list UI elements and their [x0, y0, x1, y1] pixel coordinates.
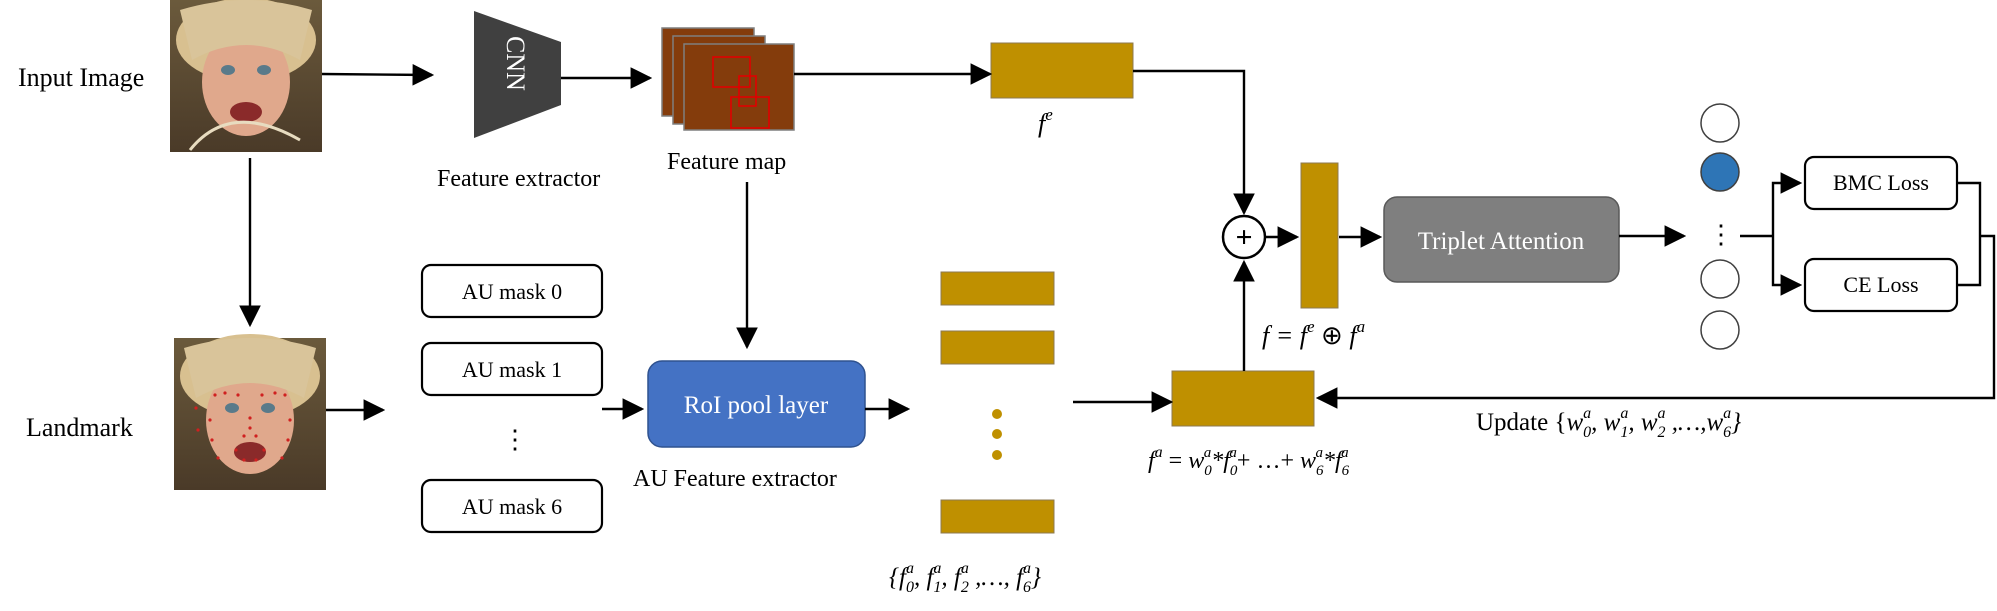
feature-map-stack	[661, 27, 795, 131]
au-feature-bar-1	[940, 330, 1055, 365]
roi-pool-layer	[647, 360, 866, 448]
landmark-points	[194, 391, 292, 462]
cnn-label: CNN	[501, 36, 530, 91]
fusion-equation: f = fe ⊕ fa	[1262, 317, 1365, 350]
output-nodes: ⋮	[1700, 103, 1740, 350]
landmark-label: Landmark	[26, 413, 133, 442]
fe-feature-bar	[990, 42, 1134, 99]
bmc-loss-label: BMC Loss	[1833, 170, 1929, 195]
fa-feature-bar	[1171, 370, 1315, 427]
input-image-label: Input Image	[18, 63, 144, 92]
fused-feature-bar	[1300, 162, 1339, 309]
au-mask-0	[420, 263, 604, 319]
au-feature-set-label: {f0a, f1a, f2a ,…, f6a}	[889, 560, 1041, 596]
output-node	[1700, 310, 1740, 350]
au-feature-bar-0	[940, 271, 1055, 306]
output-node	[1700, 103, 1740, 143]
roi-pool-label: RoI pool layer	[684, 392, 829, 419]
triplet-attention-block	[1383, 196, 1620, 283]
arrow-fe-to-fusion	[1133, 69, 1255, 216]
au-mask-1	[420, 341, 604, 397]
plus-symbol: +	[1235, 221, 1252, 254]
au-feature-dot	[992, 409, 1002, 419]
ce-loss-label: CE Loss	[1843, 272, 1918, 297]
au-mask-6	[420, 478, 604, 534]
arrow-split-to-ce	[1771, 236, 1803, 296]
arrow-split-to-bmc	[1771, 172, 1803, 236]
au-mask-6-label: AU mask 6	[462, 494, 562, 519]
line-bmc-to-feedback	[1957, 181, 1982, 236]
landmark-face-photo	[174, 334, 326, 490]
au-feature-dot	[992, 450, 1002, 460]
fa-equation: fa = w0a*f0a+ …+ w6a*f6a	[1148, 444, 1350, 479]
au-feature-bars	[940, 271, 1055, 534]
au-mask-0-label: AU mask 0	[462, 279, 562, 304]
output-node	[1700, 259, 1740, 299]
update-weights-label: Update {w0a, w1a, w2a ,…,w6a}	[1476, 405, 1741, 441]
au-mask-ellipsis: ⋮	[502, 425, 528, 454]
au-feature-extractor-label: AU Feature extractor	[633, 466, 837, 492]
connectors	[239, 63, 1996, 421]
output-nodes-ellipsis: ⋮	[1708, 220, 1734, 249]
triplet-attention-label: Triplet Attention	[1418, 228, 1585, 255]
au-feature-dot	[992, 429, 1002, 439]
line-ce-to-feedback	[1957, 236, 1982, 287]
cnn-trapezoid	[474, 11, 561, 138]
feature-extractor-label: Feature extractor	[437, 166, 600, 192]
output-node-active	[1700, 152, 1740, 192]
fusion-add-node	[1221, 214, 1267, 260]
feature-map-label: Feature map	[667, 149, 786, 175]
au-feature-bar-6	[940, 499, 1055, 534]
arrow-input-to-cnn	[321, 64, 435, 86]
au-mask-1-label: AU mask 1	[462, 357, 562, 382]
fe-label: fe	[1038, 105, 1053, 138]
arrow-feedback-update	[1315, 234, 1996, 409]
au-mask-list: AU mask 0 AU mask 1 ⋮ AU mask 6	[420, 263, 604, 534]
input-face-photo	[170, 0, 322, 152]
